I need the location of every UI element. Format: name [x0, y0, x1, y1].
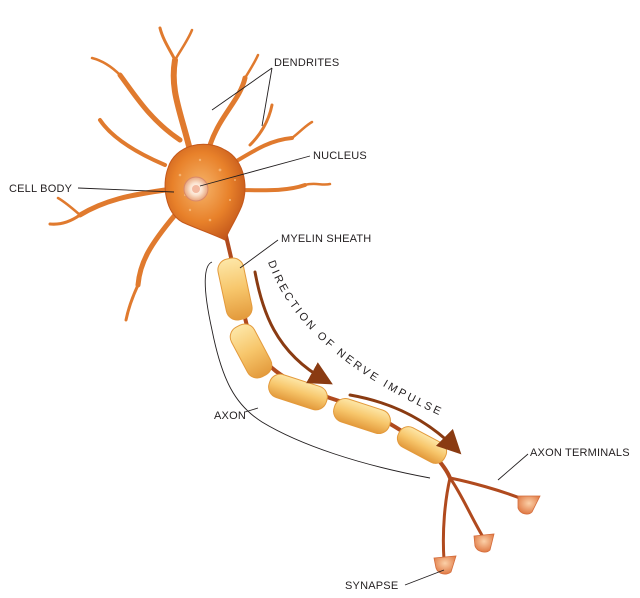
dendrite: [160, 28, 175, 60]
nucleolus: [192, 185, 200, 193]
leader-lines: [78, 68, 528, 585]
myelin-sheath-segments: [216, 256, 450, 467]
myelin-segment: [331, 396, 394, 437]
dendrite: [50, 215, 80, 224]
dendrite: [100, 120, 165, 165]
myelin-segment: [216, 256, 254, 322]
synapse-label: SYNAPSE: [345, 580, 398, 592]
myelin-segment: [226, 320, 275, 382]
axon-terminals: [434, 496, 540, 574]
nucleus-label: NUCLEUS: [313, 150, 367, 162]
dendrite: [292, 122, 312, 138]
terminal-bulb: [518, 496, 540, 514]
terminal-bulb: [474, 534, 494, 552]
myelin-segment: [394, 423, 450, 467]
dendrite: [138, 215, 175, 285]
axon-terminals-label: AXON TERMINALS: [530, 447, 630, 459]
synapse-leader: [405, 570, 444, 585]
dendrite: [58, 198, 80, 215]
dendrite: [175, 30, 192, 60]
dendrite: [250, 105, 272, 145]
dendrite: [230, 138, 292, 165]
terminal-bulb: [434, 556, 456, 574]
dendrites-leader: [212, 68, 272, 110]
dendrite: [92, 58, 120, 75]
axon-terminals-leader: [498, 454, 528, 480]
dendrite: [305, 184, 330, 185]
cell-body-label: CELL BODY: [9, 183, 73, 195]
dendrites-label: DENDRITES: [274, 57, 339, 69]
dendrite: [80, 190, 165, 215]
dendrite: [126, 285, 138, 320]
dendrite: [120, 75, 180, 140]
dendrite: [245, 55, 258, 78]
myelin-sheath-label: MYELIN SHEATH: [281, 233, 371, 245]
dendrite: [210, 78, 245, 145]
axon-label: AXON: [214, 410, 246, 422]
